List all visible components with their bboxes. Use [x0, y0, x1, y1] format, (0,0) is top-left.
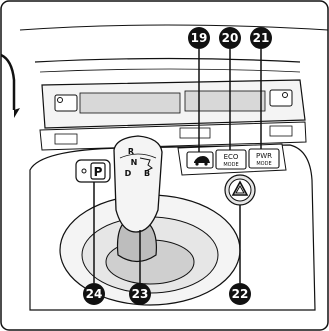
pwr-mode-button[interactable]: PWR MODE [248, 148, 280, 169]
callout-23: 23 [129, 283, 151, 305]
shift-arrow-icon [139, 157, 153, 172]
park-letter: P [94, 165, 103, 179]
left-bracket-line [0, 53, 16, 110]
callout-21: 21 [250, 27, 272, 49]
dash-top-edge [34, 57, 301, 63]
park-p-icon: P [90, 162, 106, 180]
center-vent-panel [41, 79, 306, 129]
shift-lever[interactable]: R N D B [113, 135, 163, 263]
shift-letter-n: N [131, 158, 138, 167]
eco-mode-label-line1: ECO [224, 153, 239, 161]
callout-20: 20 [219, 27, 241, 49]
ev-mode-button[interactable] [186, 151, 214, 169]
callout-24: 24 [83, 283, 105, 305]
pwr-mode-label-line1: PWR [256, 152, 272, 160]
callout-19-label: 19 [191, 31, 208, 45]
eco-mode-button[interactable]: ECO MODE [215, 149, 247, 170]
leader-lines [93, 49, 262, 283]
pwr-mode-label-line2: MODE [256, 161, 271, 167]
dash-upper-line [19, 24, 329, 31]
park-button[interactable]: P [75, 159, 111, 183]
hazard-triangle-icon [231, 180, 249, 196]
callout-22-label: 22 [232, 287, 249, 301]
left-bracket-arrow [14, 108, 20, 118]
callout-23-label: 23 [132, 287, 149, 301]
hazard-button[interactable] [224, 174, 256, 206]
eco-mode-label-line2: MODE [223, 162, 238, 168]
lower-vent-strip [39, 121, 307, 151]
callout-19: 19 [188, 27, 210, 49]
park-indicator-dot [81, 168, 87, 174]
callout-24-label: 24 [86, 287, 103, 301]
shift-letter-b: B [144, 169, 150, 178]
ev-mode-car-icon [194, 156, 210, 166]
callout-22: 22 [229, 283, 251, 305]
dash-inner-edge [39, 68, 301, 73]
callout-20-label: 20 [222, 31, 239, 45]
callout-21-label: 21 [253, 31, 270, 45]
shift-letter-r: R [128, 147, 134, 156]
shift-knob [113, 135, 163, 233]
shift-letter-d: D [125, 169, 132, 178]
